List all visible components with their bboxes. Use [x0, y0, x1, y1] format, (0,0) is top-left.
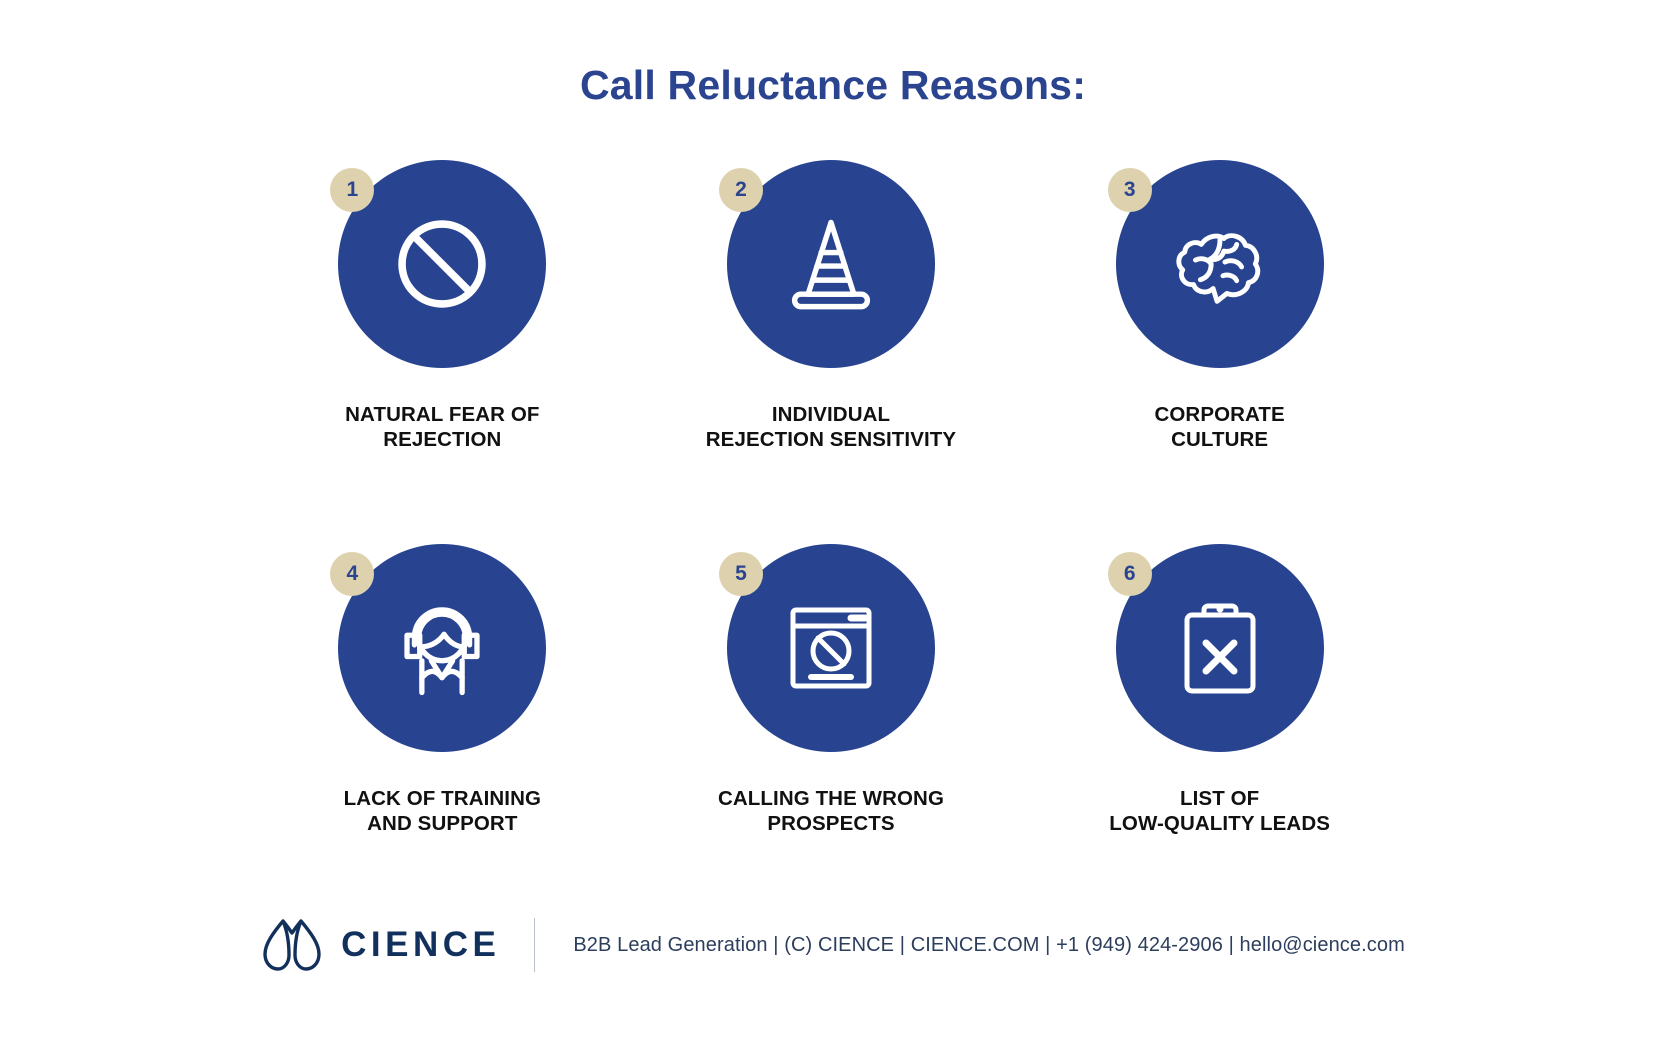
icon-circle-wrap: 3	[1107, 160, 1324, 368]
reason-label: INDIVIDUAL REJECTION SENSITIVITY	[705, 403, 957, 451]
reason-label: LACK OF TRAINING AND SUPPORT	[343, 787, 542, 835]
reason-label: CALLING THE WRONG PROSPECTS	[717, 787, 945, 835]
reasons-grid: 1 NATURAL FEAR OF REJECTION	[248, 160, 1414, 836]
prohibition-icon	[398, 220, 487, 308]
cience-logo[interactable]: CIENCE	[261, 917, 534, 973]
reason-item: 1 NATURAL FEAR OF REJECTION	[248, 160, 637, 452]
icon-circle-wrap: 6	[1107, 544, 1324, 752]
cience-logo-icon	[263, 919, 321, 971]
traffic-cone-icon	[791, 219, 871, 310]
browser-blocked-icon	[790, 607, 872, 689]
reason-label: LIST OF LOW-QUALITY LEADS	[1109, 787, 1331, 835]
reason-item: 4 LACK OF TRAINING AND SUPPORT	[248, 544, 637, 836]
page-title: Call Reluctance Reasons:	[579, 62, 1087, 108]
cience-logo-wordmark: CIENCE	[341, 925, 501, 964]
reason-label: NATURAL FEAR OF REJECTION	[345, 403, 540, 451]
item-number-badge: 6	[1107, 552, 1152, 596]
footer: CIENCE B2B Lead Generation | (C) CIENCE …	[0, 905, 1666, 985]
footer-divider	[534, 918, 536, 972]
item-number-badge: 2	[718, 168, 763, 212]
headset-agent-icon	[404, 607, 480, 696]
reason-item: 6 LIST OF LOW-QUALITY LEADS	[1025, 544, 1414, 836]
reason-item: 3 CORPORATE CULTURE	[1025, 160, 1414, 452]
brain-icon	[1176, 233, 1260, 304]
item-number-badge: 3	[1107, 168, 1152, 212]
item-number-badge: 5	[718, 552, 763, 596]
reason-item: 5 CALLING THE WRONG PROSPECTS	[637, 544, 1026, 836]
icon-circle-wrap: 4	[330, 544, 547, 752]
clipboard-x-icon	[1184, 603, 1256, 694]
reason-label: CORPORATE CULTURE	[1154, 403, 1285, 451]
footer-contact-text: B2B Lead Generation | (C) CIENCE | CIENC…	[573, 933, 1405, 956]
footer-inner: CIENCE B2B Lead Generation | (C) CIENCE …	[261, 917, 1405, 973]
icon-circle-wrap: 1	[330, 160, 547, 368]
icon-circle-wrap: 2	[718, 160, 935, 368]
item-number-badge: 1	[330, 168, 375, 212]
icon-circle-wrap: 5	[718, 544, 935, 752]
reason-item: 2 INDIVIDUAL REJECTION SENSITIVITY	[637, 160, 1026, 452]
item-number-badge: 4	[330, 552, 375, 596]
